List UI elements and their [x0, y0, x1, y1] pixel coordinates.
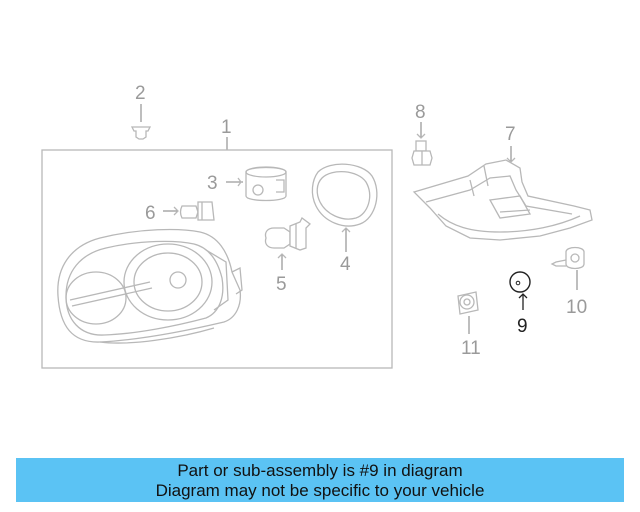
- part-9-washer[interactable]: [509, 271, 531, 310]
- callout-10: 10: [566, 297, 587, 318]
- part-5-headlight-bulb[interactable]: [264, 217, 311, 270]
- part-8-bolt[interactable]: [411, 122, 433, 166]
- callout-11: 11: [461, 338, 481, 359]
- callout-8: 8: [415, 102, 426, 123]
- part-4-dust-cover[interactable]: [311, 163, 378, 252]
- callout-6: 6: [145, 203, 156, 224]
- banner-line-part: Part or sub-assembly is #9 in diagram: [177, 461, 463, 480]
- part-7-mounting-bracket[interactable]: [412, 146, 593, 241]
- callout-3: 3: [207, 173, 218, 194]
- part-2-clip[interactable]: [130, 104, 152, 140]
- part-10-screw[interactable]: [550, 246, 585, 291]
- banner-line-disclaimer: Diagram may not be specific to your vehi…: [155, 481, 485, 500]
- part-11-adjuster[interactable]: [457, 291, 479, 334]
- callout-7: 7: [505, 124, 516, 145]
- part-1-headlamp-assembly[interactable]: [41, 137, 393, 369]
- part-3-bulb-socket[interactable]: [226, 166, 287, 202]
- callout-5: 5: [276, 274, 287, 295]
- callout-4: 4: [340, 254, 351, 275]
- callout-2: 2: [135, 83, 146, 104]
- callout-1: 1: [221, 117, 232, 138]
- callout-9: 9: [517, 316, 528, 337]
- info-banner: Part or sub-assembly is #9 in diagram Di…: [16, 458, 624, 502]
- part-6-small-bulb[interactable]: [163, 201, 215, 221]
